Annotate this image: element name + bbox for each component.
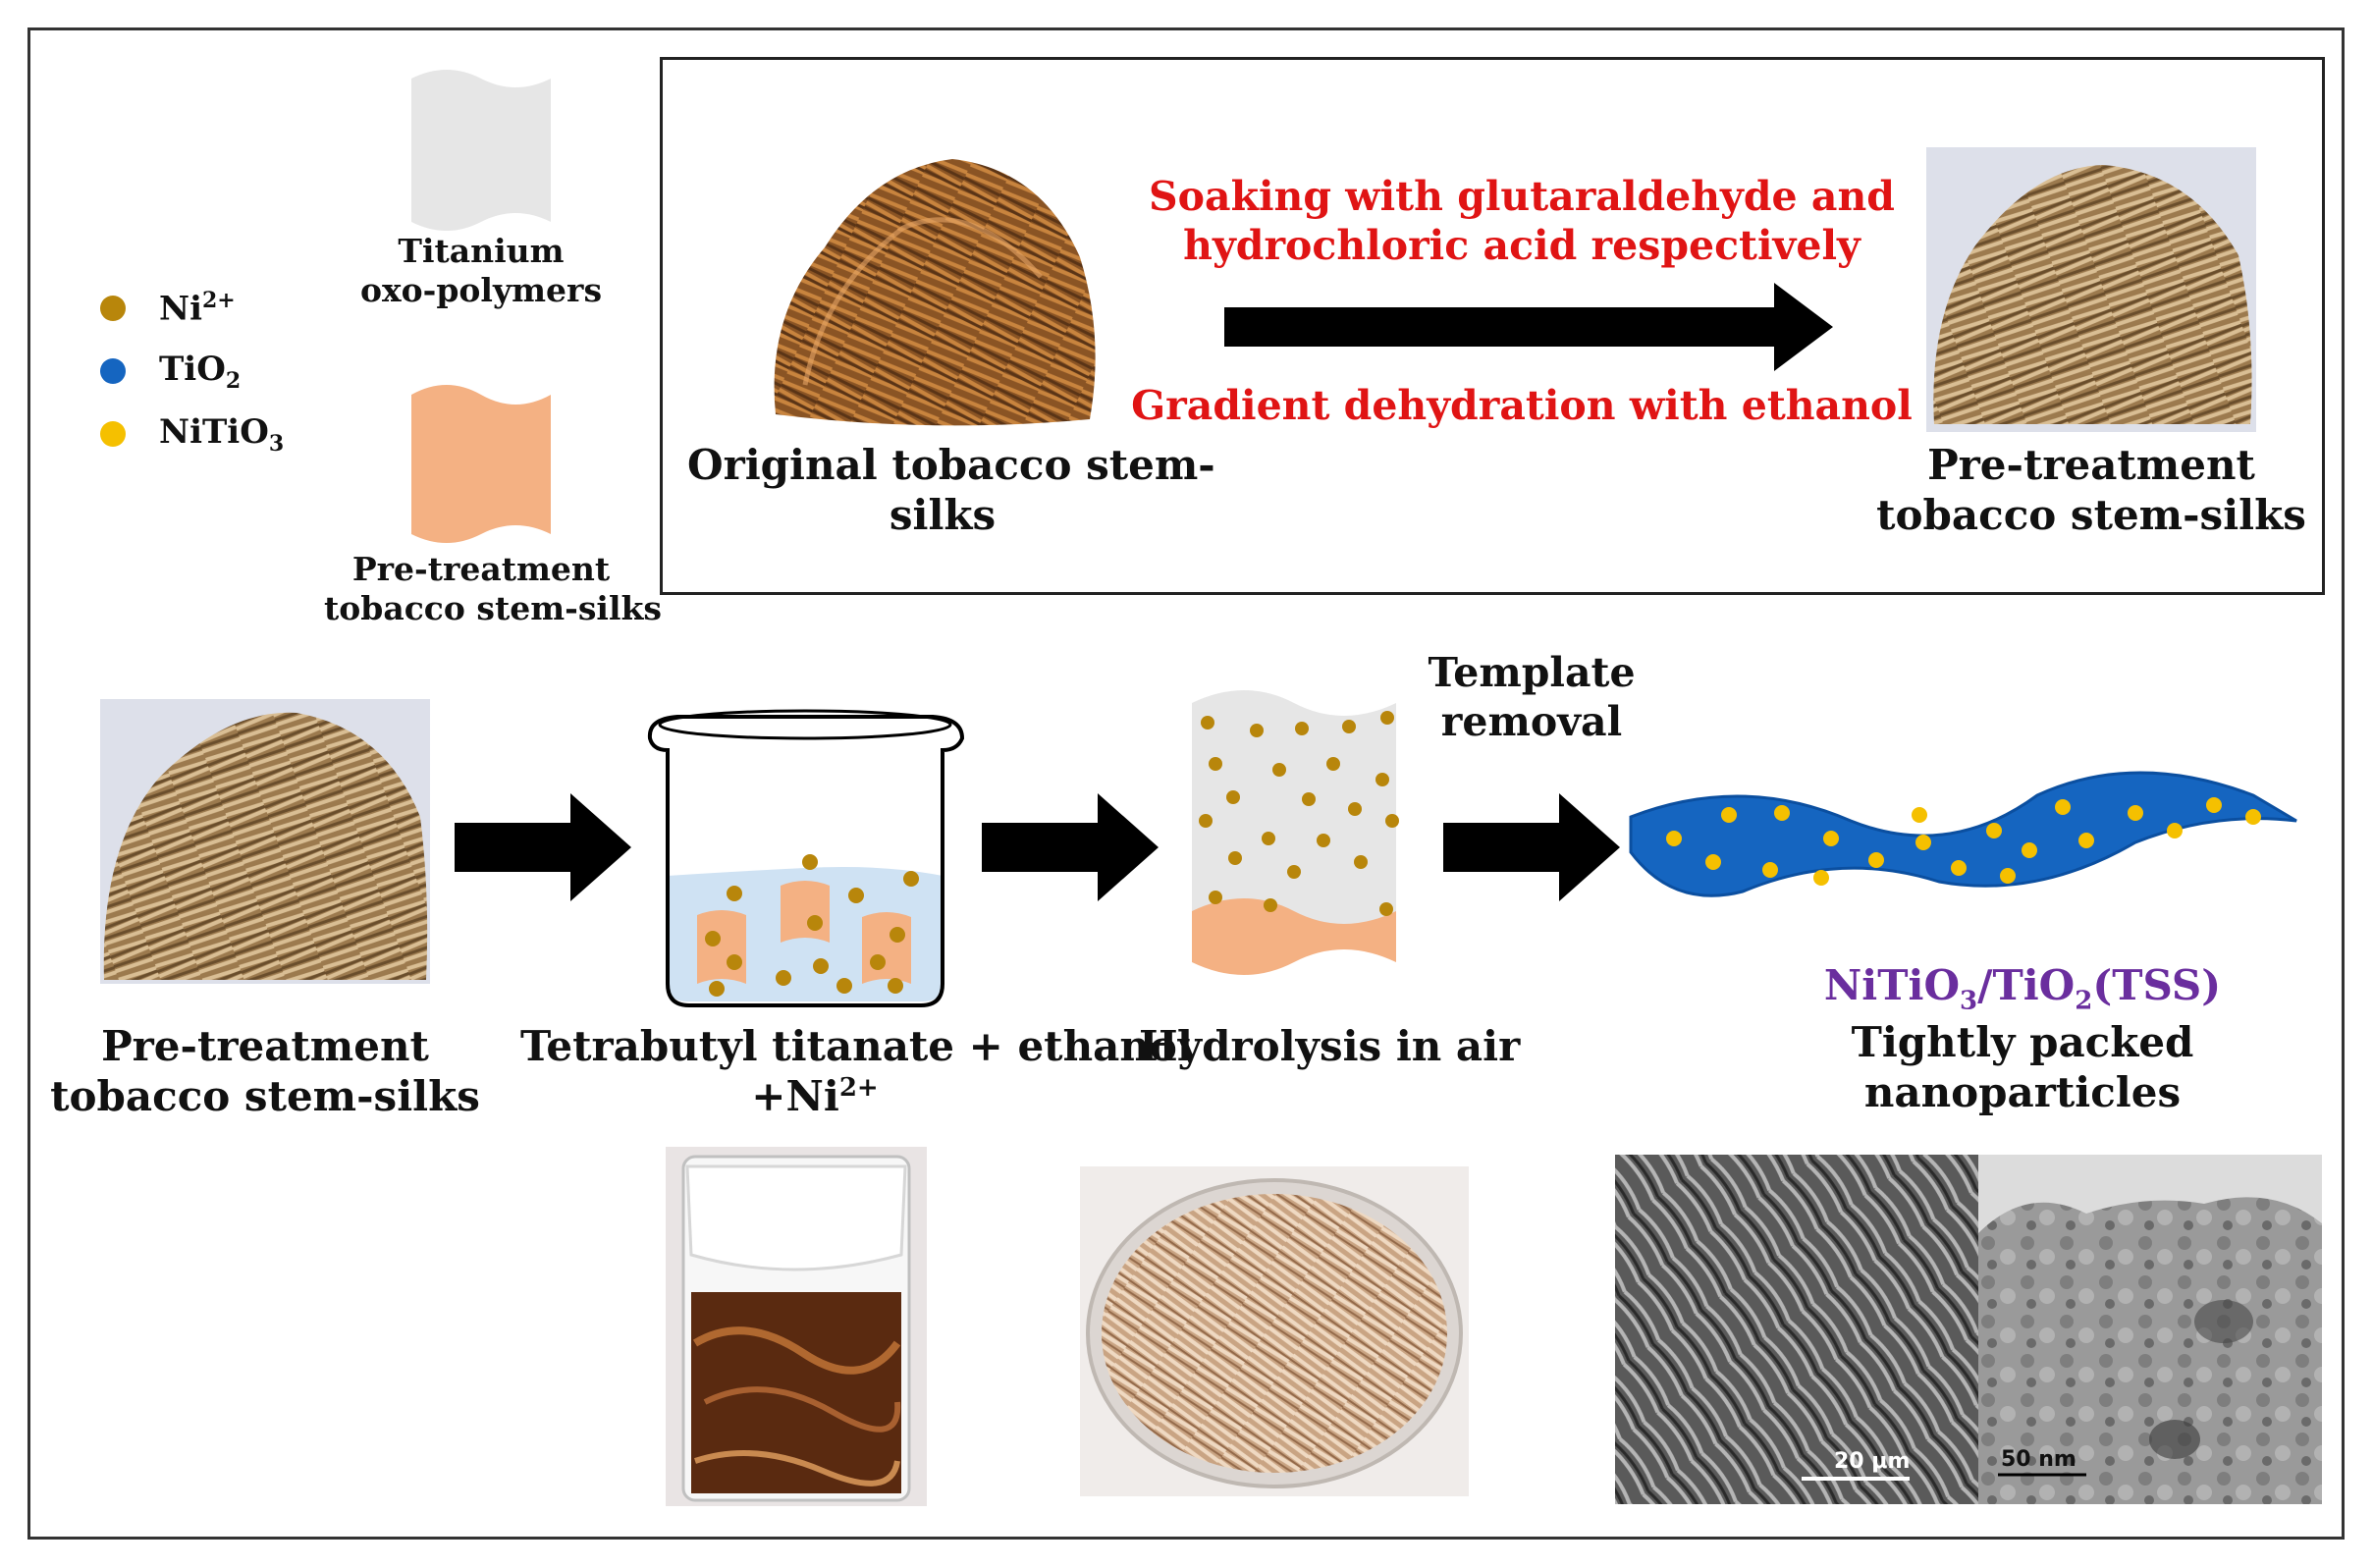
sem-image — [1615, 1155, 1978, 1504]
original-tobacco-photo — [774, 159, 1096, 426]
legend-tio2-label: TiO2 — [159, 350, 242, 394]
pretreatment-sheet-icon — [411, 385, 551, 543]
arrow-2-icon — [982, 793, 1159, 901]
start-tobacco-photo — [100, 699, 430, 984]
legend-item-nitio3: NiTiO3 — [100, 412, 284, 457]
arrow-3-icon — [1443, 793, 1620, 901]
ni-dot-icon — [100, 295, 126, 321]
pretreatment-tobacco-photo — [1926, 147, 2256, 432]
beaker-label: Tetrabutyl titanate + ethanol +Ni2+ — [520, 1022, 1193, 1121]
nitio3-tio2-product-ribbon — [1629, 771, 2297, 897]
tem-image — [1978, 1155, 2322, 1504]
dish-photo — [1080, 1166, 1469, 1496]
dehydration-step-text: Gradient dehydration with ethanol — [1131, 382, 1913, 429]
tio2-dot-icon — [100, 358, 126, 385]
hydrolysis-sheet-diagram — [1192, 690, 1399, 975]
start-label: Pre-treatment tobacco stem-silks — [50, 1022, 480, 1121]
legend-item-ni: Ni2+ — [100, 288, 236, 328]
legend-nitio3-label: NiTiO3 — [159, 412, 285, 457]
pretreatment-step-text: Soaking with glutaraldehyde and hydrochl… — [1149, 173, 1895, 270]
tem-scale-label: 50 nm — [2001, 1447, 2076, 1472]
titanium-label: Titanium oxo-polymers — [359, 232, 603, 310]
product-label: NiTiO3/TiO2(TSS) Tightly packed nanopart… — [1757, 960, 2288, 1118]
arrow-1-icon — [455, 793, 631, 901]
sem-scale-label: 20 μm — [1834, 1449, 1911, 1474]
pretreatment-arrow-icon — [1224, 283, 1833, 371]
product-formula: NiTiO3/TiO2(TSS) — [1823, 961, 2222, 1016]
pretreatment-result-label: Pre-treatment tobacco stem-silks — [1876, 441, 2306, 540]
legend-item-tio2: TiO2 — [100, 350, 241, 394]
nitio3-dot-icon — [100, 421, 126, 448]
original-tobacco-label: Original tobacco stem- silks — [687, 441, 1215, 540]
hydrolysis-label: Hydrolysis in air — [1139, 1022, 1521, 1070]
template-removal-label: Template removal — [1428, 649, 1636, 746]
pretreatment-legend-label: Pre-treatment tobacco stem-silks — [324, 550, 662, 628]
figure-frame — [27, 27, 2345, 1540]
beaker-diagram — [647, 709, 965, 1007]
pretreatment-process-box — [660, 57, 2325, 595]
titanium-sheet-icon — [411, 70, 551, 231]
legend-ni-label: Ni2+ — [159, 288, 236, 329]
beaker-photo — [666, 1147, 927, 1506]
